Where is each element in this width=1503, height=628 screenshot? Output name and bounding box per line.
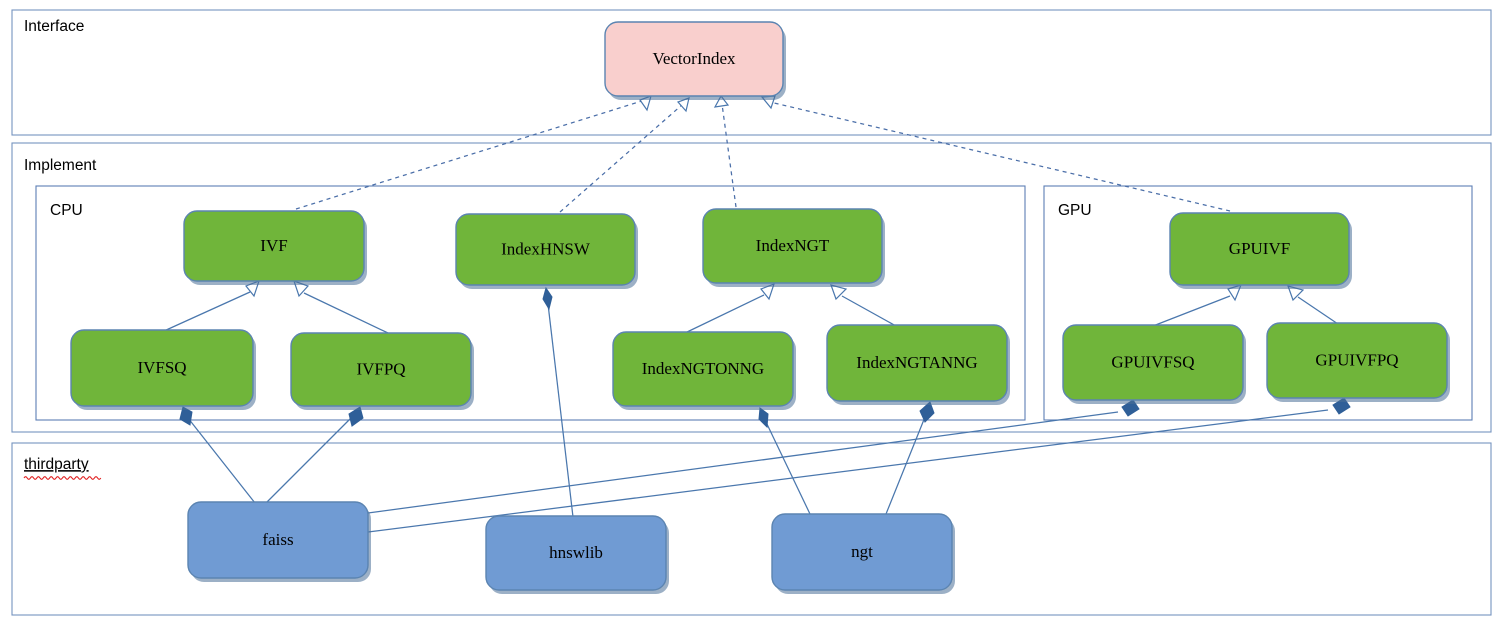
group-label-thirdparty: thirdparty [24, 456, 89, 473]
group-label-implement: Implement [24, 157, 97, 174]
edge-hnswlib-to-indexhnsw [542, 286, 574, 518]
edge-indexhnsw-to-vectorindex [559, 97, 690, 213]
node-body[interactable] [1062, 324, 1244, 401]
group-label-gpu: GPU [1058, 202, 1092, 219]
node-indexngt[interactable]: IndexNGT [702, 208, 885, 287]
node-label: IndexNGT [756, 236, 830, 255]
node-label: VectorIndex [652, 49, 736, 68]
node-hnswlib[interactable]: hnswlib [485, 515, 669, 594]
node-gpuivfpq[interactable]: GPUIVFPQ [1266, 322, 1450, 402]
node-body[interactable] [771, 513, 953, 591]
group-label-interface: Interface [24, 18, 84, 35]
node-body[interactable] [187, 501, 369, 579]
node-label: IndexNGTANNG [856, 353, 977, 372]
node-body[interactable] [290, 332, 472, 407]
edge-ngt-to-indexngtonng [758, 407, 811, 515]
node-body[interactable] [1266, 322, 1448, 399]
node-label: GPUIVF [1229, 239, 1290, 258]
node-body[interactable] [455, 213, 636, 286]
node-body[interactable] [604, 21, 784, 97]
edge-ngt-to-indexngtanng [885, 401, 935, 515]
node-label: hnswlib [549, 543, 603, 562]
node-label: IndexNGTONNG [642, 359, 764, 378]
node-gpuivf[interactable]: GPUIVF [1169, 212, 1352, 289]
node-label: IVFSQ [137, 358, 186, 377]
node-body[interactable] [1169, 212, 1350, 286]
node-body[interactable] [183, 210, 365, 282]
node-body[interactable] [70, 329, 254, 407]
node-ivf[interactable]: IVF [183, 210, 367, 285]
node-body[interactable] [826, 324, 1008, 402]
edge-faiss-to-ivfsq [179, 406, 256, 504]
node-ngt[interactable]: ngt [771, 513, 955, 594]
node-gpuivfsq[interactable]: GPUIVFSQ [1062, 324, 1246, 404]
node-body[interactable] [485, 515, 667, 591]
node-label: faiss [262, 530, 293, 549]
spellcheck-underline-thirdparty [23, 476, 102, 480]
node-ivfsq[interactable]: IVFSQ [70, 329, 256, 410]
edge-indexngt-to-vectorindex [713, 94, 737, 208]
node-body[interactable] [612, 331, 794, 407]
node-body[interactable] [702, 208, 883, 284]
node-ivfpq[interactable]: IVFPQ [290, 332, 474, 410]
node-label: GPUIVFPQ [1315, 350, 1398, 369]
node-label: GPUIVFSQ [1111, 352, 1194, 371]
node-label: ngt [851, 542, 873, 561]
node-faiss[interactable]: faiss [187, 501, 371, 582]
edge-faiss-to-ivfpq [265, 406, 364, 504]
node-vectorindex[interactable]: VectorIndex [604, 21, 786, 100]
node-label: IVFPQ [356, 359, 405, 378]
node-indexngtonng[interactable]: IndexNGTONNG [612, 331, 796, 410]
node-indexhnsw[interactable]: IndexHNSW [455, 213, 638, 289]
group-label-cpu: CPU [50, 202, 83, 219]
node-label: IVF [260, 236, 287, 255]
node-label: IndexHNSW [501, 239, 591, 258]
node-indexngtanng[interactable]: IndexNGTANNG [826, 324, 1010, 405]
